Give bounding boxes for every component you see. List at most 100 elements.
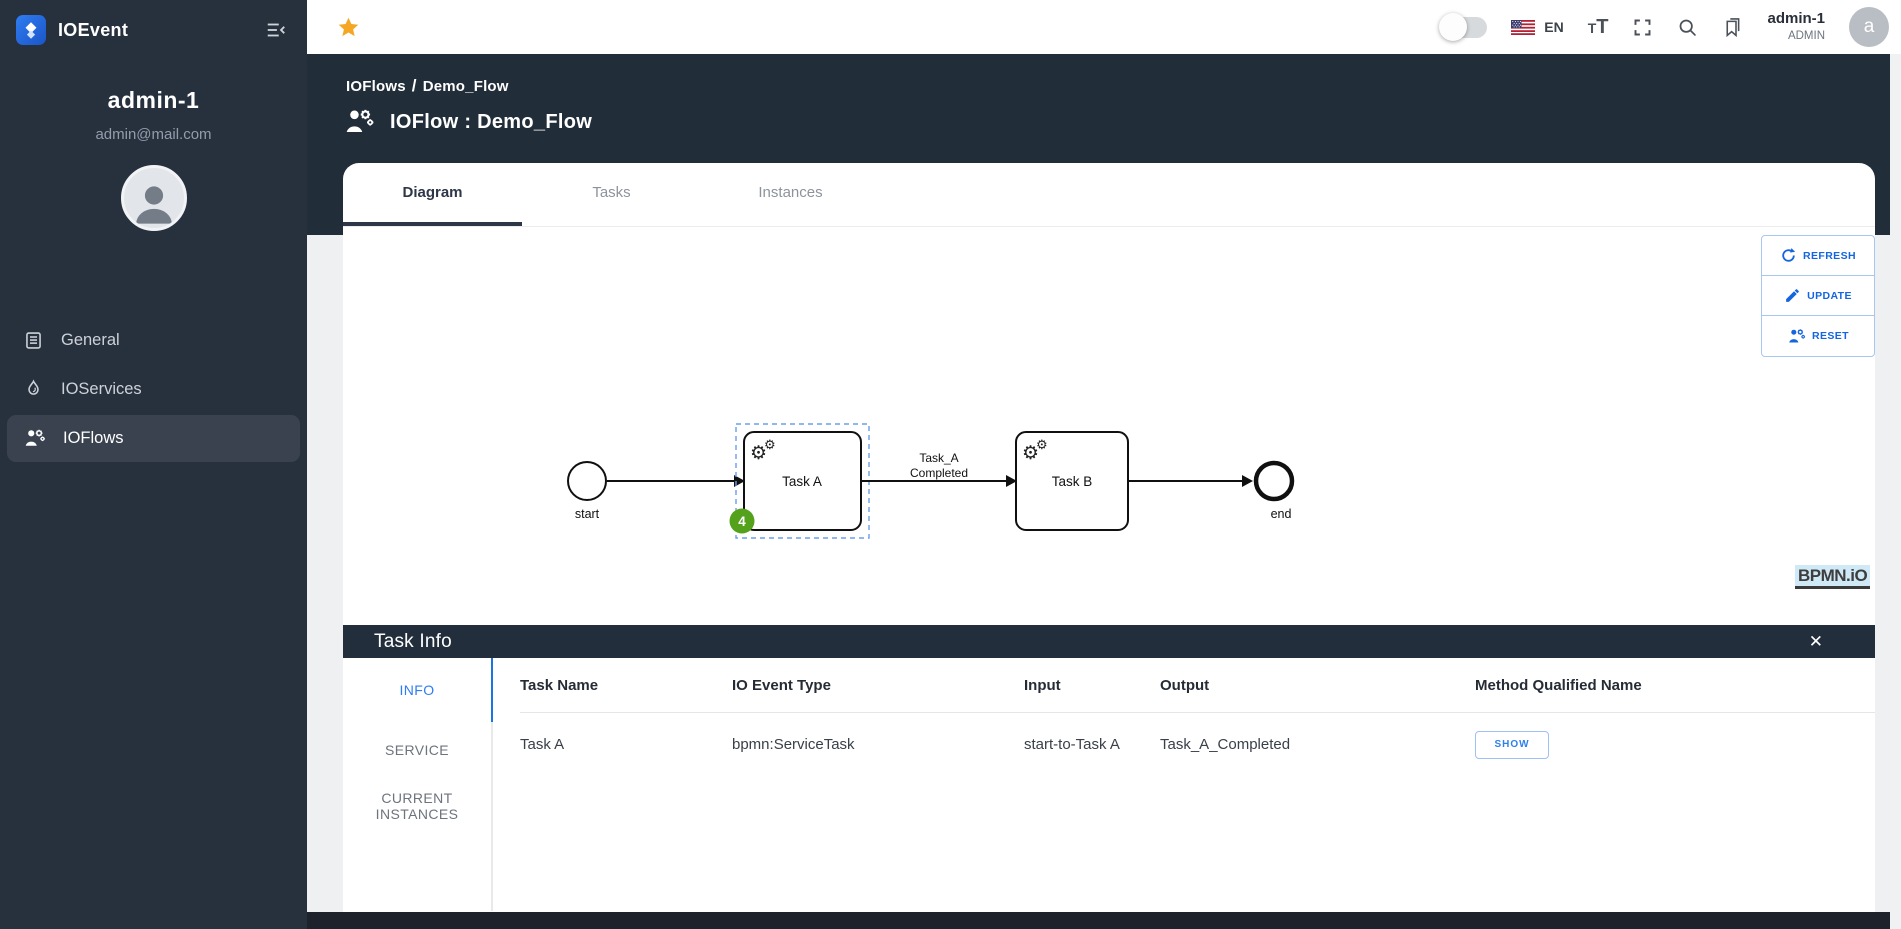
task-info-panel: INFO SERVICE CURRENT INSTANCES Task Name… <box>343 658 1875 911</box>
bpmn-io-watermark[interactable]: BPMN.iO <box>1795 565 1871 589</box>
refresh-button[interactable]: REFRESH <box>1762 236 1874 276</box>
pencil-icon <box>1784 287 1801 304</box>
topbar-actions: EN TT admin-1 ADMIN a <box>1439 7 1901 47</box>
bpmn-badge-count: 4 <box>738 514 746 529</box>
refresh-icon <box>1780 247 1797 264</box>
cell-io-event-type: bpmn:ServiceTask <box>732 736 855 753</box>
sidebar-avatar[interactable] <box>120 165 187 231</box>
breadcrumb: IOFlows / Demo_Flow <box>346 76 509 96</box>
sidebar-user-block: admin-1 admin@mail.com <box>0 87 307 231</box>
person-gear-icon <box>343 106 375 138</box>
sidebar-item-label: IOFlows <box>63 429 124 447</box>
bpmn-arrowhead <box>734 475 745 487</box>
person-gear-icon <box>23 427 46 450</box>
sidebar-user-email: admin@mail.com <box>95 126 212 143</box>
topbar-user[interactable]: admin-1 ADMIN <box>1767 10 1825 43</box>
tab-diagram[interactable]: Diagram <box>343 163 522 226</box>
sidebar: IOEvent admin-1 admin@mail.com General I… <box>0 0 307 929</box>
text-size-icon[interactable]: TT <box>1587 16 1609 38</box>
col-output: Output <box>1160 676 1210 694</box>
service-task-gear-icon: ⚙ <box>750 443 767 464</box>
col-input: Input <box>1024 676 1061 694</box>
topbar-user-name: admin-1 <box>1767 10 1825 28</box>
bpmn-canvas[interactable]: start ⚙ ⚙ Task A 4 Task_A Completed <box>343 227 1875 625</box>
bpmn-diagram-area: start ⚙ ⚙ Task A 4 Task_A Completed <box>343 227 1875 625</box>
bpmn-task-a-instance-badge <box>729 508 755 534</box>
logo-glyph-icon <box>20 19 42 41</box>
side-tab-current-instances[interactable]: CURRENT INSTANCES <box>375 790 459 822</box>
favorite-star-icon[interactable] <box>337 16 360 39</box>
cell-output: Task_A_Completed <box>1160 736 1291 753</box>
reset-label: RESET <box>1811 330 1849 342</box>
sidebar-nav: General IOServices IOFlows <box>0 317 307 462</box>
breadcrumb-parent[interactable]: IOFlows <box>346 78 406 95</box>
table-header-row: Task Name IO Event Type Input Output Met… <box>520 658 1875 713</box>
update-label: UPDATE <box>1807 289 1852 302</box>
tab-tasks[interactable]: Tasks <box>592 184 631 201</box>
toggle-knob <box>1439 12 1468 41</box>
bpmn-start-label: start <box>575 507 600 521</box>
topbar-avatar[interactable]: a <box>1849 7 1889 47</box>
bpmn-flow-label-line1: Task_A <box>919 451 958 465</box>
update-button[interactable]: UPDATE <box>1762 276 1874 316</box>
close-icon[interactable]: ✕ <box>1808 632 1823 651</box>
document-icon <box>23 330 44 351</box>
topbar-user-role: ADMIN <box>1787 30 1825 43</box>
breadcrumb-current: Demo_Flow <box>422 78 509 95</box>
fullscreen-icon[interactable] <box>1632 17 1653 38</box>
bottom-scrollbar-strip[interactable] <box>307 912 1890 929</box>
person-gear-icon <box>1787 327 1806 346</box>
app-logo <box>16 15 46 45</box>
sidebar-item-general[interactable]: General <box>7 317 300 364</box>
page-title: IOFlow : Demo_Flow <box>390 110 593 133</box>
sidebar-collapse-icon[interactable] <box>265 19 287 41</box>
us-flag-icon <box>1511 19 1536 35</box>
bpmn-flow-label-line2: Completed <box>910 466 968 480</box>
bpmn-task-b-label: Task B <box>1052 474 1093 489</box>
task-info-title: Task Info <box>374 630 452 652</box>
language-selector[interactable]: EN <box>1511 19 1564 35</box>
sidebar-user-name: admin-1 <box>107 87 200 113</box>
sidebar-item-ioservices[interactable]: IOServices <box>7 366 300 413</box>
diagram-action-group: REFRESH UPDATE RESET <box>1761 235 1875 357</box>
sidebar-item-label: General <box>61 331 120 349</box>
task-info-table: Task Name IO Event Type Input Output Met… <box>493 658 1875 911</box>
service-task-gear-icon-small: ⚙ <box>1036 437 1048 452</box>
breadcrumb-separator: / <box>411 76 417 95</box>
sidebar-item-label: IOServices <box>61 380 142 398</box>
search-icon[interactable] <box>1677 17 1698 38</box>
bpmn-task-a-label: Task A <box>782 474 822 489</box>
sidebar-item-ioflows[interactable]: IOFlows <box>7 415 300 462</box>
col-method-qualified-name: Method Qualified Name <box>1475 676 1642 694</box>
tab-instances[interactable]: Instances <box>758 184 823 201</box>
cell-method-qualified-name: SHOW <box>1475 730 1875 759</box>
show-button[interactable]: SHOW <box>1475 730 1549 759</box>
bookmark-icon[interactable] <box>1722 17 1743 38</box>
theme-toggle[interactable] <box>1439 12 1488 41</box>
flame-icon <box>23 379 44 400</box>
sidebar-header: IOEvent <box>0 0 307 45</box>
side-tab-service[interactable]: SERVICE <box>384 742 449 758</box>
person-icon <box>128 176 180 228</box>
right-scrollbar-strip[interactable] <box>1890 54 1901 929</box>
cell-task-name: Task A <box>520 736 565 753</box>
service-task-gear-icon: ⚙ <box>1022 443 1039 464</box>
table-row: Task A bpmn:ServiceTask start-to-Task A … <box>520 713 1875 776</box>
service-task-gear-icon-small: ⚙ <box>764 437 776 452</box>
cell-input: start-to-Task A <box>1024 736 1120 753</box>
main-card: Diagram Tasks Instances start ⚙ ⚙ Task A <box>343 163 1875 912</box>
bpmn-start-event[interactable] <box>567 461 607 501</box>
bpmn-end-event[interactable] <box>1253 460 1295 502</box>
tab-bar: Diagram Tasks Instances <box>343 163 1875 227</box>
side-tab-info[interactable]: INFO <box>343 658 493 722</box>
refresh-label: REFRESH <box>1803 249 1856 262</box>
bpmn-end-label: end <box>1271 507 1292 521</box>
language-code: EN <box>1544 19 1564 35</box>
task-info-side-tabs: INFO SERVICE CURRENT INSTANCES <box>343 658 493 911</box>
col-task-name: Task Name <box>520 676 599 694</box>
reset-button[interactable]: RESET <box>1762 316 1874 356</box>
brand-title: IOEvent <box>58 19 129 40</box>
bpmn-arrowhead <box>1006 475 1017 487</box>
page-title-row: IOFlow : Demo_Flow <box>343 106 592 138</box>
